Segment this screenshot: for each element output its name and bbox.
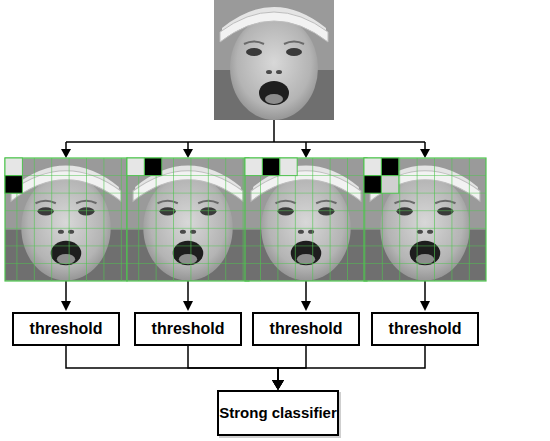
box-label: Strong classifier bbox=[219, 405, 337, 421]
threshold-box: threshold bbox=[134, 312, 242, 346]
merge-connector bbox=[66, 346, 284, 390]
merge-connector bbox=[188, 346, 284, 390]
box-label: threshold bbox=[30, 320, 103, 338]
threshold-box: threshold bbox=[252, 312, 360, 346]
box-label: threshold bbox=[152, 320, 225, 338]
threshold-box: threshold bbox=[371, 312, 479, 346]
classifier-box: Strong classifier bbox=[217, 390, 339, 436]
threshold-box: threshold bbox=[12, 312, 120, 346]
box-label: threshold bbox=[270, 320, 343, 338]
box-label: threshold bbox=[389, 320, 462, 338]
merge-connector bbox=[272, 346, 425, 390]
